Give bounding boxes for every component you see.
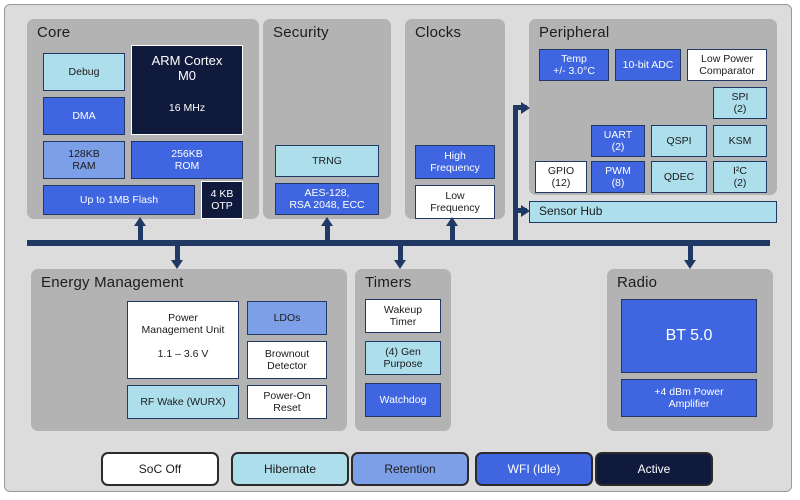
block-qspi[interactable]: QSPI: [651, 125, 707, 157]
group-radio: Radio BT 5.0 +4 dBm Power Amplifier: [607, 269, 773, 431]
group-title-timers: Timers: [365, 274, 412, 291]
group-title-energy-management: Energy Management: [41, 274, 184, 291]
bus-arrow-timers: [394, 260, 406, 269]
block-dma[interactable]: DMA: [43, 97, 125, 135]
bus-stem-sensor-hub: [513, 208, 527, 213]
block-gen-purpose-timers[interactable]: (4) Gen Purpose: [365, 341, 441, 375]
block-power-management-unit[interactable]: Power Management Unit 1.1 – 3.6 V: [127, 301, 239, 379]
group-title-peripheral: Peripheral: [539, 24, 610, 41]
legend-item-hibernate[interactable]: Hibernate: [231, 452, 349, 486]
bus-arrow-core: [134, 217, 146, 226]
group-title-security: Security: [273, 24, 329, 41]
group-energy-management: Energy Management Power Management Unit …: [31, 269, 347, 431]
block-gpio[interactable]: GPIO (12): [535, 161, 587, 193]
group-title-core: Core: [37, 24, 71, 41]
block-brownout-detector[interactable]: Brownout Detector: [247, 341, 327, 379]
pmu-voltage-label: 1.1 – 3.6 V: [157, 348, 209, 361]
bus-stem-security: [325, 223, 330, 243]
group-security: Security TRNG AES-128, RSA 2048, ECC: [263, 19, 391, 219]
block-spi[interactable]: SPI (2): [713, 87, 767, 119]
group-title-radio: Radio: [617, 274, 658, 291]
block-sensor-hub[interactable]: Sensor Hub: [529, 201, 777, 223]
block-bt-radio[interactable]: BT 5.0: [621, 299, 757, 373]
group-peripheral: Peripheral Temp +/- 3.0°C 10-bit ADC Low…: [529, 19, 777, 195]
bus-arrow-clocks: [446, 217, 458, 226]
bus-stem-core: [138, 223, 143, 243]
block-adc[interactable]: 10-bit ADC: [615, 49, 681, 81]
block-debug[interactable]: Debug: [43, 53, 125, 91]
group-core: Core Debug DMA ARM Cortex M0 16 MHz 128K…: [27, 19, 259, 219]
block-ram[interactable]: 128KB RAM: [43, 141, 125, 179]
block-flash[interactable]: Up to 1MB Flash: [43, 185, 195, 215]
block-ksm[interactable]: KSM: [713, 125, 767, 157]
legend-item-wfi-idle[interactable]: WFI (Idle): [475, 452, 593, 486]
cpu-name-label: ARM Cortex M0: [151, 53, 223, 83]
block-low-frequency[interactable]: Low Frequency: [415, 185, 495, 219]
pmu-name-label: Power Management Unit: [141, 312, 225, 337]
cpu-frequency-label: 16 MHz: [168, 101, 206, 114]
block-qdec[interactable]: QDEC: [651, 161, 707, 193]
block-trng[interactable]: TRNG: [275, 145, 379, 177]
block-pwm[interactable]: PWM (8): [591, 161, 645, 193]
block-temp-sensor[interactable]: Temp +/- 3.0°C: [539, 49, 609, 81]
block-power-amplifier[interactable]: +4 dBm Power Amplifier: [621, 379, 757, 417]
bus-arrow-energy: [171, 260, 183, 269]
bus-stem-clocks: [450, 223, 455, 243]
legend-label-wfi-idle: WFI (Idle): [507, 462, 561, 476]
bus-branch-peripheral: [513, 105, 518, 243]
block-low-power-comparator[interactable]: Low Power Comparator: [687, 49, 767, 81]
block-otp[interactable]: 4 KB OTP: [201, 181, 243, 219]
bus-arrow-sensor-hub: [521, 205, 530, 217]
system-bus: [27, 240, 770, 246]
block-arm-cortex-m0[interactable]: ARM Cortex M0 16 MHz: [131, 45, 243, 135]
legend-label-retention: Retention: [384, 462, 436, 476]
block-wakeup-timer[interactable]: Wakeup Timer: [365, 299, 441, 333]
legend-label-active: Active: [637, 462, 671, 476]
group-clocks: Clocks High Frequency Low Frequency: [405, 19, 505, 219]
block-uart[interactable]: UART (2): [591, 125, 645, 157]
block-i2c[interactable]: I²C (2): [713, 161, 767, 193]
legend-item-soc-off[interactable]: SoC Off: [101, 452, 219, 486]
block-watchdog[interactable]: Watchdog: [365, 383, 441, 417]
block-rf-wake[interactable]: RF Wake (WURX): [127, 385, 239, 419]
block-rom[interactable]: 256KB ROM: [131, 141, 243, 179]
group-title-clocks: Clocks: [415, 24, 462, 41]
diagram-canvas: Core Debug DMA ARM Cortex M0 16 MHz 128K…: [4, 4, 792, 492]
block-power-on-reset[interactable]: Power-On Reset: [247, 385, 327, 419]
block-ldos[interactable]: LDOs: [247, 301, 327, 335]
legend-label-soc-off: SoC Off: [138, 462, 182, 476]
group-timers: Timers Wakeup Timer (4) Gen Purpose Watc…: [355, 269, 451, 431]
bus-stem-timers: [398, 246, 403, 264]
bus-stem-energy: [175, 246, 180, 264]
legend-item-retention[interactable]: Retention: [351, 452, 469, 486]
legend-item-active[interactable]: Active: [595, 452, 713, 486]
bus-arrow-radio: [684, 260, 696, 269]
bus-stem-radio: [688, 246, 693, 264]
legend-label-hibernate: Hibernate: [263, 462, 317, 476]
block-high-frequency[interactable]: High Frequency: [415, 145, 495, 179]
bus-arrow-security: [321, 217, 333, 226]
bus-arrow-peripheral: [521, 102, 530, 114]
block-crypto[interactable]: AES-128, RSA 2048, ECC: [275, 183, 379, 215]
bus-stem-peripheral: [513, 105, 527, 110]
